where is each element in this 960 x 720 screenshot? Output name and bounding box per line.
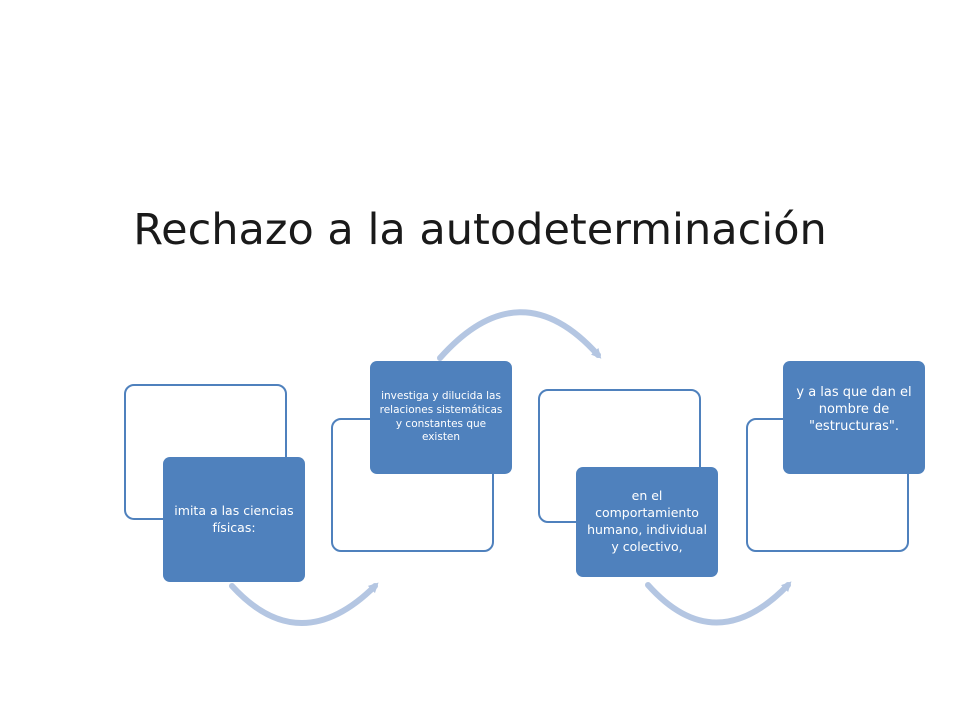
arrow-2-to-3: [437, 309, 602, 361]
step-3-text: en el comportamiento humano, individual …: [587, 488, 707, 554]
step-4-box: y a las que dan el nombre de "estructura…: [783, 361, 925, 474]
step-1-text: imita a las ciencias físicas:: [174, 503, 294, 535]
step-3-box: en el comportamiento humano, individual …: [576, 467, 718, 577]
slide-title: Rechazo a la autodeterminación: [133, 205, 827, 255]
step-1-box: imita a las ciencias físicas:: [163, 457, 305, 582]
step-4-text: y a las que dan el nombre de "estructura…: [796, 385, 912, 434]
step-2-box: investiga y dilucida las relaciones sist…: [370, 361, 512, 474]
arrow-1-to-2: [229, 582, 379, 626]
arrow-3-to-4: [645, 581, 792, 626]
step-2-text: investiga y dilucida las relaciones sist…: [379, 390, 503, 444]
